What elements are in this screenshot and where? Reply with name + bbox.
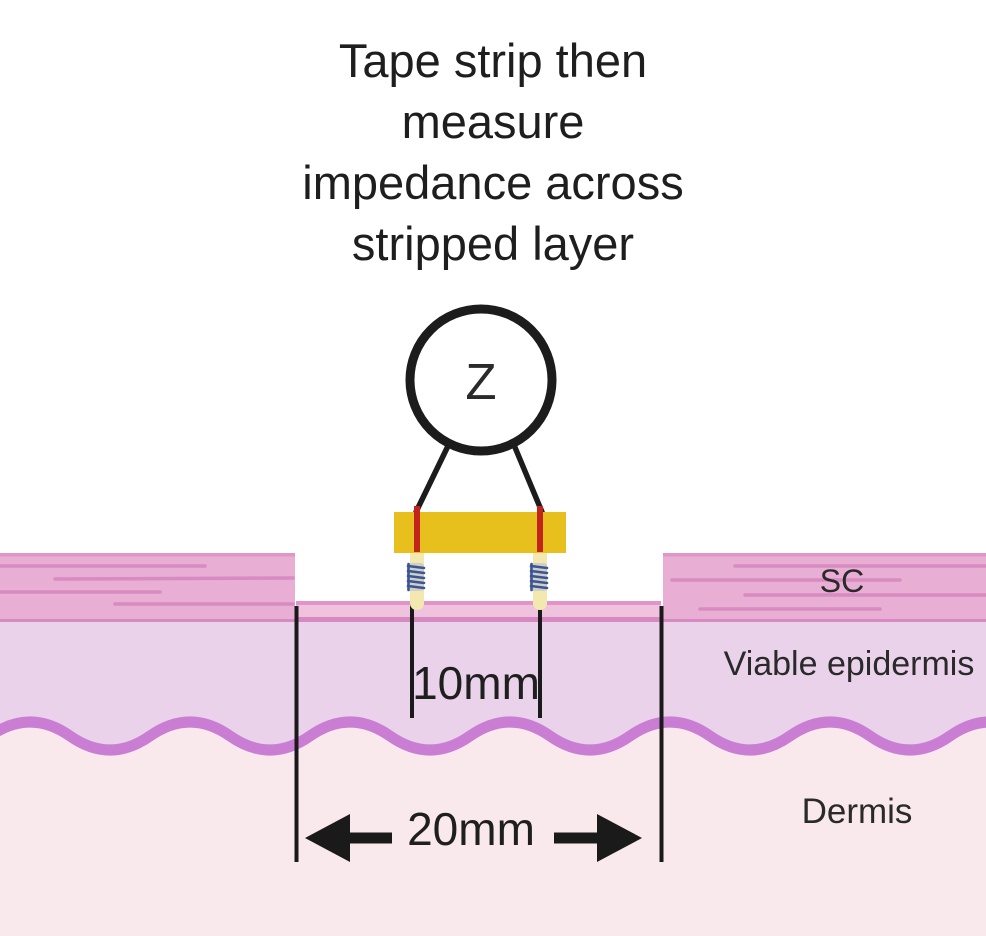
marker-line-10mm-left xyxy=(410,603,414,718)
sc-epidermis-boundary xyxy=(0,617,986,622)
width-10mm-label: 10mm xyxy=(412,657,540,709)
sc-left-top-edge xyxy=(0,553,295,557)
sc-right-top-edge xyxy=(663,553,986,557)
arrow-right-icon xyxy=(554,814,642,862)
marker-line-20mm-right xyxy=(659,606,664,862)
sc-label: SC xyxy=(819,563,865,599)
diagram-title: Tape strip then measure impedance across… xyxy=(302,34,684,270)
dermis-boundary-wave xyxy=(0,716,986,756)
red-wires xyxy=(414,506,543,552)
impedance-symbol: Z xyxy=(465,353,497,410)
electrode-springs xyxy=(406,562,549,592)
red-wire-left xyxy=(414,506,420,552)
marker-line-20mm-left xyxy=(294,606,299,862)
lead-wire-left xyxy=(413,443,451,515)
stripped-surface-top-edge xyxy=(296,601,661,605)
lead-wires xyxy=(413,442,545,515)
measurement-markers xyxy=(294,603,664,862)
spring-left-icon xyxy=(406,562,426,592)
dermis-layer xyxy=(0,722,986,936)
viable-epidermis-label: Viable epidermis xyxy=(723,645,975,683)
width-20mm-label: 20mm xyxy=(407,803,535,855)
red-wire-right xyxy=(537,506,543,552)
arrow-left-icon xyxy=(305,814,392,862)
lead-wire-right xyxy=(511,442,545,515)
marker-line-10mm-right xyxy=(538,603,542,718)
dermis-label: Dermis xyxy=(801,792,913,831)
sc-texture-streaks xyxy=(0,564,986,611)
sc-layer-left xyxy=(0,553,295,619)
spring-right-icon xyxy=(529,562,549,592)
impedance-meter-circle xyxy=(405,304,557,456)
